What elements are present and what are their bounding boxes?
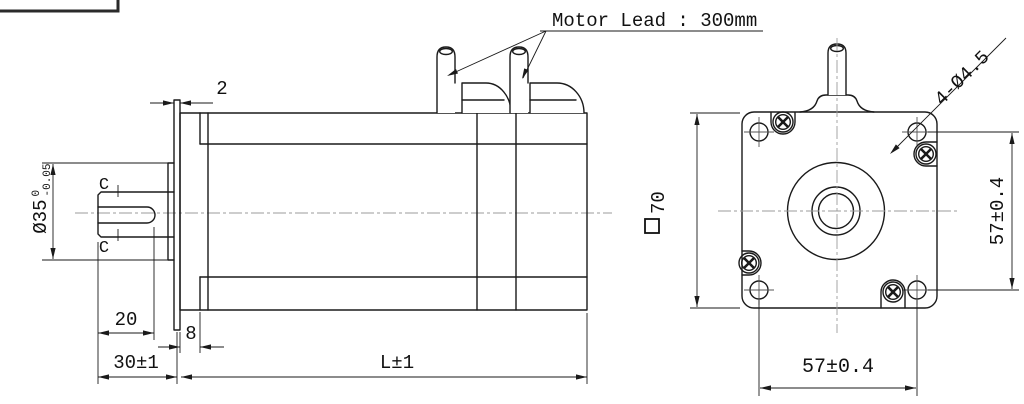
dimension-hole-spacing-vertical: 57±0.4	[928, 131, 1019, 291]
dimension-mounting-holes: 4-Ø4.5	[890, 37, 1007, 154]
svg-text:30±1: 30±1	[113, 352, 159, 374]
svg-text:2: 2	[216, 78, 227, 100]
motor-body	[179, 112, 588, 311]
side-view-dimensions: 2 Ø35 0 -0.05 20	[30, 10, 763, 384]
svg-text:8: 8	[185, 323, 196, 345]
dimension-frame-size: 70	[644, 112, 740, 309]
svg-text:L±1: L±1	[380, 352, 414, 374]
cover-screws	[738, 111, 938, 309]
section-marker-bottom: C	[99, 239, 109, 258]
section-marker-top: C	[99, 176, 109, 195]
motor-wire-1	[436, 46, 456, 114]
cable-grommet-2	[529, 82, 585, 114]
svg-text:4-Ø4.5: 4-Ø4.5	[930, 46, 994, 110]
svg-text:20: 20	[115, 309, 138, 331]
dimension-hole-spacing-horizontal: 57±0.4	[758, 300, 918, 396]
screw-top-right	[915, 143, 937, 165]
svg-text:70: 70	[648, 191, 670, 214]
svg-text:Motor Lead : 300mm: Motor Lead : 300mm	[552, 10, 757, 32]
screw-bottom-left	[738, 252, 760, 274]
svg-text:57±0.4: 57±0.4	[987, 177, 1009, 245]
motor-lead-callout: Motor Lead : 300mm	[447, 10, 763, 79]
drawing-frame-corner	[0, 0, 120, 13]
shaft-outline	[97, 191, 175, 238]
side-view: C C	[75, 46, 612, 331]
dimension-boss-diameter: Ø35 0 -0.05	[30, 162, 174, 261]
dimension-flange-thickness: 2	[150, 78, 228, 106]
flange-plate	[173, 99, 181, 331]
svg-text:57±0.4: 57±0.4	[802, 356, 874, 379]
svg-text:0: 0	[31, 190, 43, 197]
svg-text:Ø35: Ø35	[30, 200, 52, 234]
front-body	[741, 111, 938, 309]
dimension-keyway-length: 20	[97, 227, 155, 384]
screw-bottom-right	[882, 281, 904, 303]
screw-top-left	[772, 111, 794, 133]
dimension-front-cap: 8	[158, 312, 224, 353]
front-view	[718, 38, 958, 333]
dimension-body-length: L±1	[181, 313, 588, 384]
svg-text:-0.05: -0.05	[42, 163, 54, 196]
pilot-boss	[167, 162, 175, 261]
dimension-shaft-extension: 30±1	[98, 332, 178, 384]
motor-wire-2	[509, 46, 529, 114]
keyway-slot	[97, 206, 156, 224]
cable-grommet-1	[461, 82, 512, 114]
square-symbol	[644, 218, 660, 234]
